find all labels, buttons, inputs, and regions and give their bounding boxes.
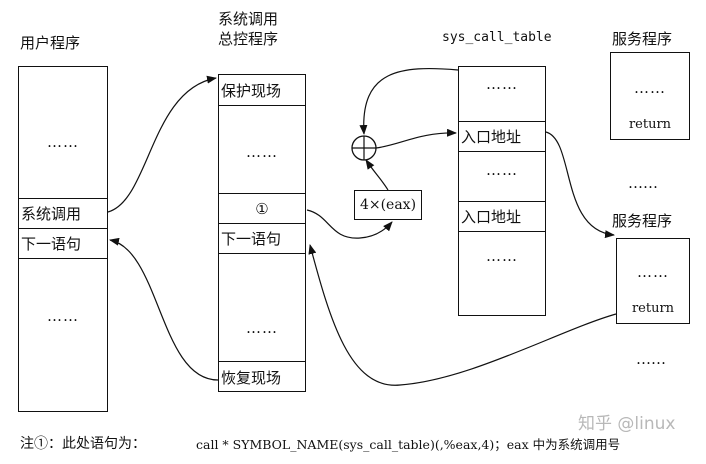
service-top-title: 服务程序 <box>612 30 673 48</box>
trailing-dots: …… <box>636 350 666 368</box>
service-bottom-return: return <box>631 301 675 316</box>
table-entry2-cell: 入口地址 <box>459 201 545 231</box>
handler-dots-bottom: …… <box>246 319 278 337</box>
table-divider-2 <box>459 231 545 232</box>
footnote-code: call * SYMBOL_NAME(sys_call_table)(,%eax… <box>196 437 621 452</box>
table-entry1-cell: 入口地址 <box>459 121 545 151</box>
handler-divider-1 <box>219 105 305 106</box>
user-dots-bottom: …… <box>47 307 79 325</box>
between-services-dots: …… <box>628 174 658 192</box>
adder-label: 4×(eax) <box>359 197 417 213</box>
table-dots-mid: …… <box>486 161 518 179</box>
syscall-handler-box: 保护现场 …… ① 下一语句 …… 恢复现场 <box>218 74 306 392</box>
user-dots-top: …… <box>47 133 79 151</box>
table-dots-top: …… <box>486 75 518 93</box>
syscall-handler-title-line1: 系统调用 <box>218 10 279 28</box>
arrow-adder-to-circle <box>365 159 389 191</box>
service-top-box: …… return <box>610 52 690 140</box>
user-program-box: …… 系统调用 下一语句 …… <box>18 66 108 412</box>
arrow-circle-to-entry <box>375 128 457 149</box>
user-program-title: 用户程序 <box>20 34 81 52</box>
arrow-marker-to-adder <box>306 209 393 239</box>
sys-call-table-title: sys_call_table <box>442 30 552 45</box>
watermark: 知乎 @linux <box>578 414 676 434</box>
handler-marker-cell: ① <box>219 193 305 223</box>
handler-divider-2 <box>219 253 305 254</box>
handler-restore-cell: 恢复现场 <box>219 361 305 392</box>
arrow-entry-to-service <box>545 131 615 239</box>
arrow-syscall-to-save <box>107 75 217 213</box>
user-next-stmt-cell: 下一语句 <box>19 228 107 258</box>
service-bottom-title: 服务程序 <box>612 212 673 230</box>
handler-next-stmt-cell: 下一语句 <box>219 223 305 253</box>
handler-dots-top: …… <box>246 143 278 161</box>
user-divider <box>19 258 107 259</box>
table-dots-bottom: …… <box>486 247 518 265</box>
service-top-dots: …… <box>634 79 666 97</box>
service-bottom-box: …… return <box>616 238 690 324</box>
service-top-return: return <box>628 117 672 132</box>
sys-call-table-box: …… 入口地址 …… 入口地址 …… <box>458 66 546 316</box>
arrow-return-to-handler <box>308 244 617 386</box>
arrow-restore-to-user <box>109 237 219 381</box>
handler-save-cell: 保护现场 <box>221 81 282 100</box>
arrow-table-to-circle <box>359 67 459 135</box>
footnote-prefix: 注①：此处语句为： <box>20 436 146 452</box>
user-syscall-cell: 系统调用 <box>19 198 107 228</box>
service-bottom-dots: …… <box>637 263 669 281</box>
adder-box: 4×(eax) <box>354 190 422 220</box>
syscall-handler-title-line2: 总控程序 <box>218 30 279 48</box>
table-divider-1 <box>459 151 545 152</box>
